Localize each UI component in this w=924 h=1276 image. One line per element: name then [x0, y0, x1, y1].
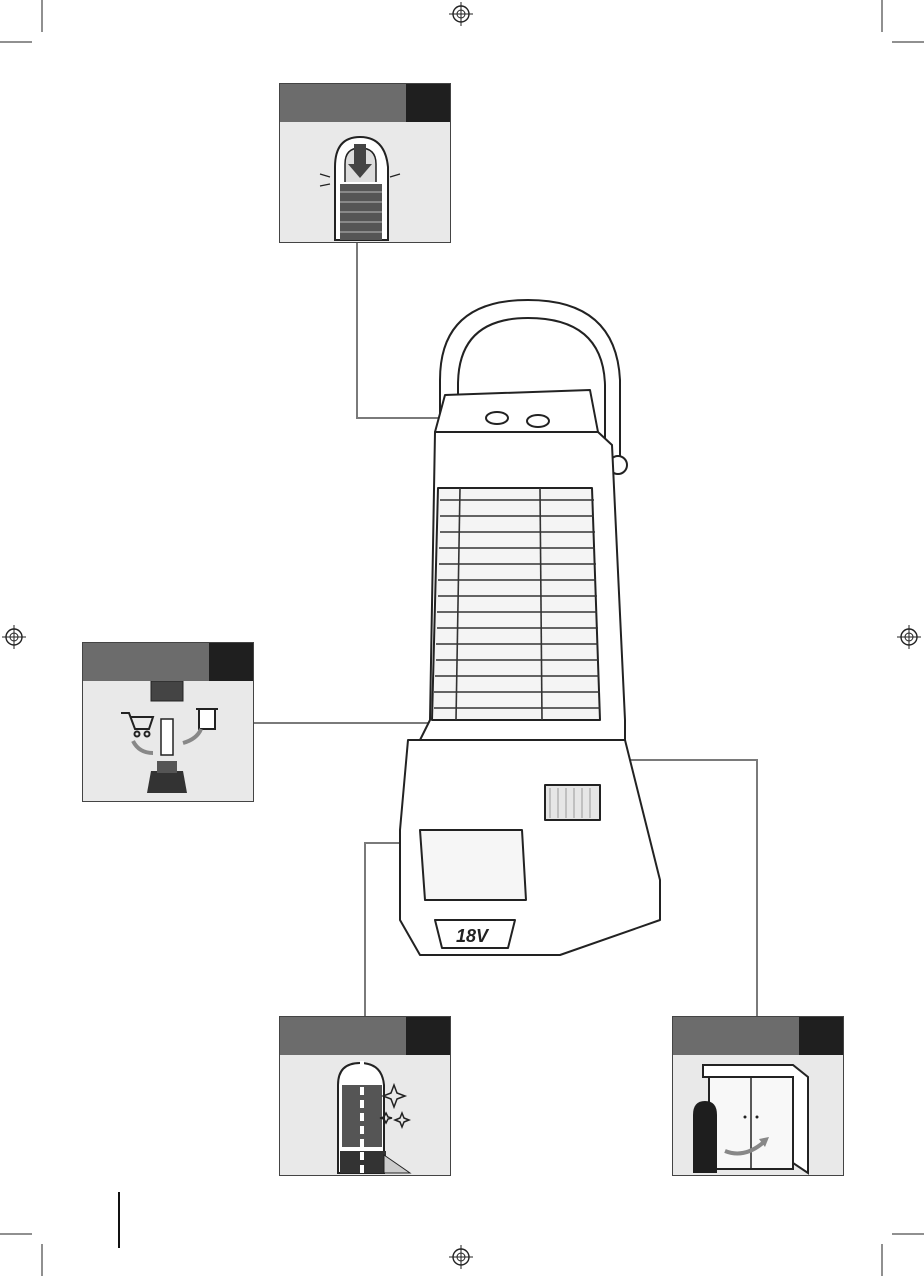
info-panel-handle — [279, 83, 451, 243]
voltage-badge-text: 18V — [456, 926, 490, 946]
panel-header-tab — [406, 1017, 450, 1055]
clean-sparkle-icon — [280, 1055, 450, 1175]
recycle-icon — [83, 681, 253, 801]
panel-body — [83, 681, 253, 801]
panel-body — [280, 122, 450, 242]
control-button-left — [486, 412, 508, 424]
panel-header — [83, 643, 253, 681]
info-panel-storage — [672, 1016, 844, 1176]
control-button-right — [527, 415, 549, 427]
bin-icon — [196, 709, 218, 729]
panel-header — [280, 84, 450, 122]
info-panel-clean — [279, 1016, 451, 1176]
handle-press-icon — [280, 122, 450, 242]
panel-header — [280, 1017, 450, 1055]
cabinet-storage-icon — [673, 1055, 843, 1175]
info-panel-recycle — [82, 642, 254, 802]
panel-header-tab — [209, 643, 253, 681]
panel-body — [280, 1055, 450, 1175]
battery-window — [420, 830, 526, 900]
bulb-icon — [161, 719, 173, 755]
air-vent — [545, 785, 600, 820]
panel-body — [673, 1055, 843, 1175]
cart-icon — [121, 713, 153, 737]
panel-header-tab — [406, 84, 450, 122]
top-cap — [435, 390, 598, 432]
panel-header — [673, 1017, 843, 1055]
panel-header-tab — [799, 1017, 843, 1055]
